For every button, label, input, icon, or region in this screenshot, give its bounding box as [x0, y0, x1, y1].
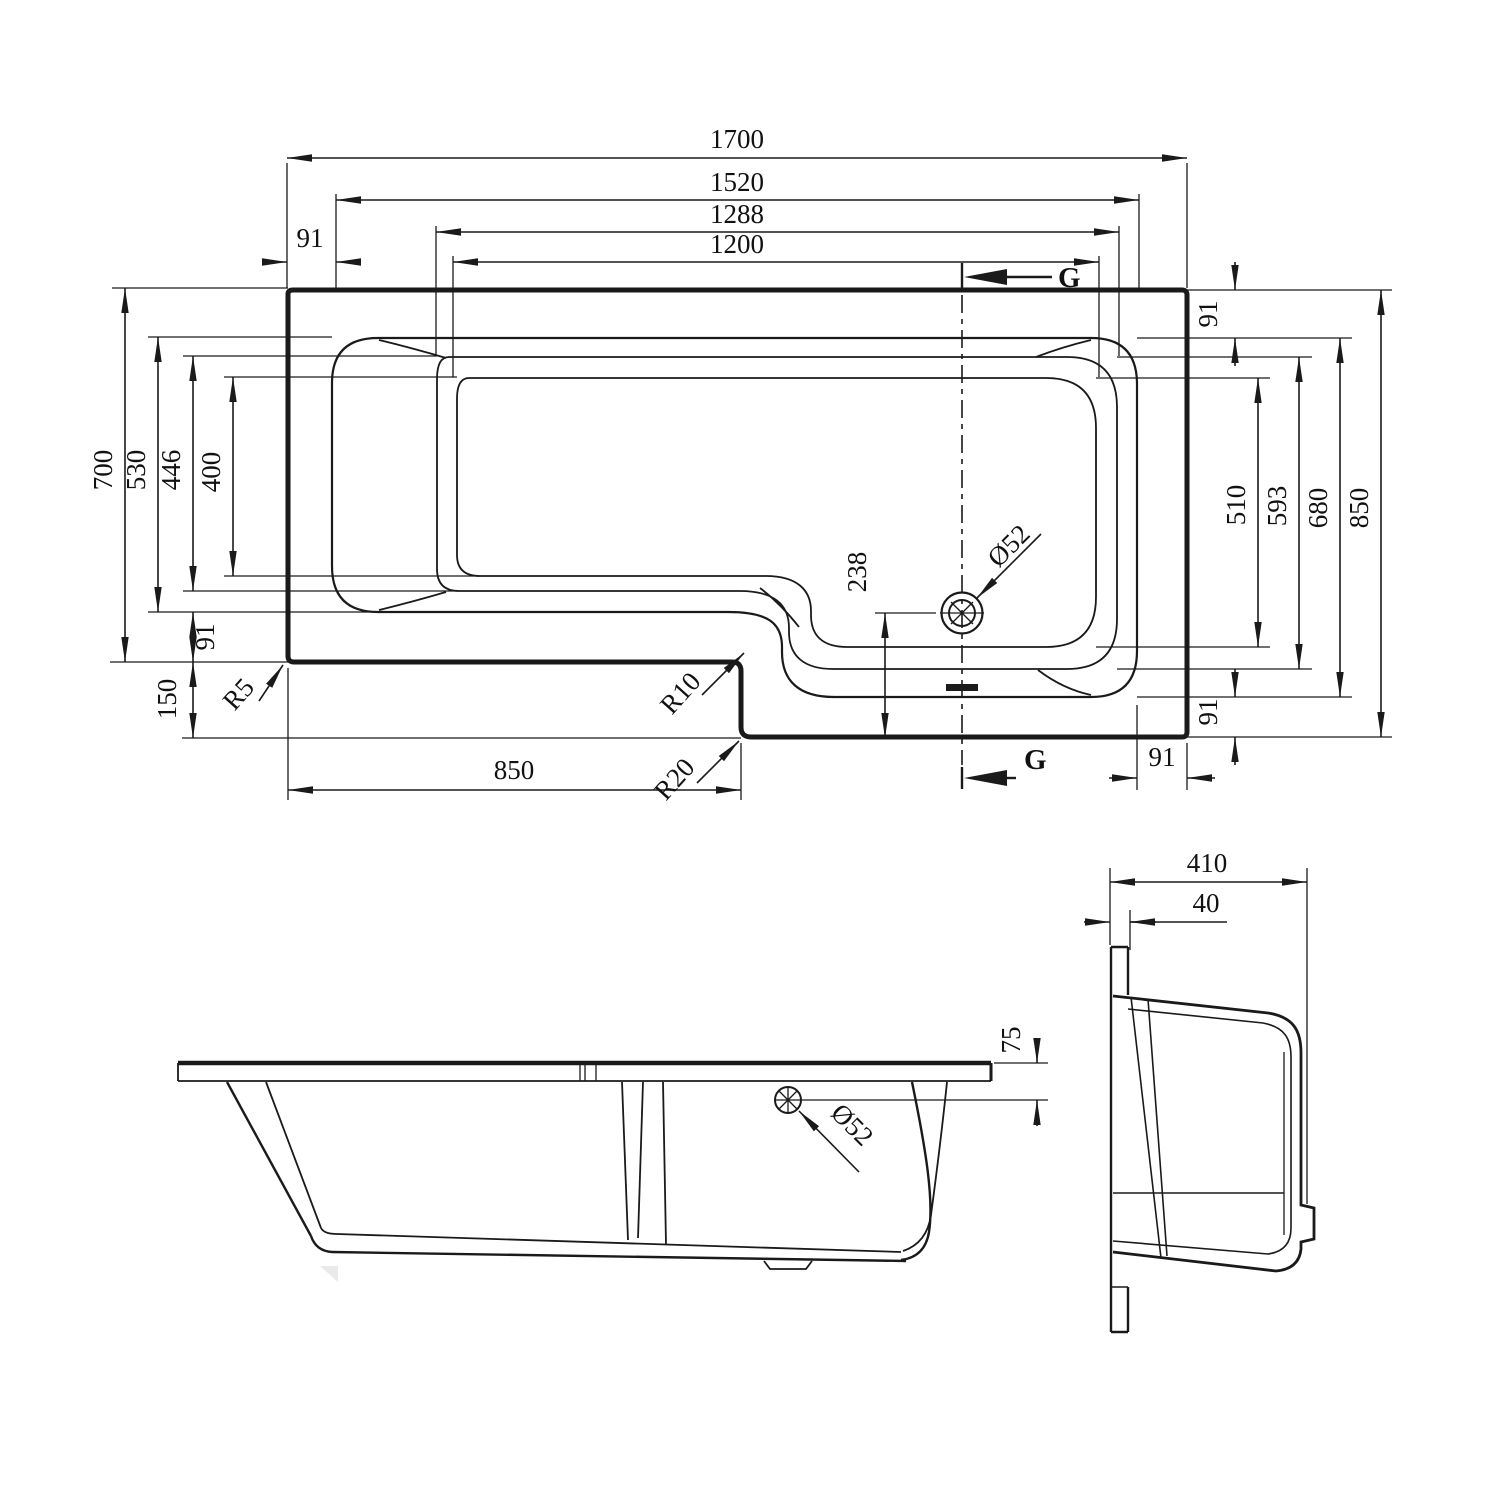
dim-850-right: 850 — [1344, 488, 1374, 529]
plan-outer-outline — [285, 287, 1190, 740]
plan-tub-contour-outer — [330, 336, 1139, 699]
dim-dia52-side: Ø52 — [825, 1098, 879, 1152]
section-line-GG — [946, 263, 978, 789]
dim-r20: R20 — [648, 752, 700, 806]
dim-410: 410 — [1187, 848, 1228, 878]
dim-75: 75 — [996, 1027, 1026, 1054]
dim-400: 400 — [196, 452, 226, 493]
dim-593: 593 — [1262, 486, 1292, 527]
dim-1200: 1200 — [710, 229, 764, 259]
dim-700: 700 — [88, 450, 118, 491]
section-dimensions: 410 40 — [1084, 848, 1308, 1204]
watermark-artifact — [320, 1266, 338, 1282]
plan-view: 1700 1520 1288 1200 91 700 530 446 — [88, 124, 1392, 806]
side-outline — [177, 1060, 993, 1270]
section-label-g-bottom: G — [1024, 744, 1047, 776]
plan-right-dimensions: 91 510 593 680 850 91 91 — [1096, 262, 1392, 790]
dim-510: 510 — [1221, 485, 1251, 526]
end-section-view: 410 40 — [1084, 848, 1316, 1334]
side-drain-symbol — [774, 1086, 802, 1114]
dim-91-bottom-corner: 91 — [1149, 742, 1176, 772]
dim-1288: 1288 — [710, 199, 764, 229]
dim-1520: 1520 — [710, 167, 764, 197]
section-outline — [1109, 945, 1316, 1334]
dim-91-right-top: 91 — [1193, 301, 1223, 328]
dim-530: 530 — [121, 450, 151, 491]
plan-left-dimensions: 700 530 446 400 91 150 R5 — [88, 287, 741, 739]
dim-r10: R10 — [654, 666, 706, 720]
dim-150: 150 — [152, 679, 182, 720]
dim-238: 238 — [842, 552, 872, 593]
dim-850-bottom: 850 — [494, 755, 535, 785]
plan-bottom-dimensions: 850 R10 R20 — [287, 652, 745, 806]
dim-91-left: 91 — [190, 624, 220, 651]
plan-tub-contour-inner — [456, 377, 1097, 648]
section-arrow-top: G — [964, 262, 1081, 294]
plan-drain-symbol — [940, 591, 984, 635]
side-elevation-view: Ø52 75 — [177, 1027, 1048, 1282]
dim-91-top-left: 91 — [297, 223, 324, 253]
plan-corner-details — [378, 339, 1092, 696]
dim-446: 446 — [156, 450, 186, 491]
dim-dia52-plan: Ø52 — [982, 519, 1036, 573]
dim-r5: R5 — [217, 672, 260, 715]
section-label-g-top: G — [1058, 262, 1081, 294]
dim-1700: 1700 — [710, 124, 764, 154]
dim-40: 40 — [1193, 888, 1220, 918]
plan-drain-dimensions: 238 Ø52 — [842, 519, 1042, 738]
section-arrow-bottom: G — [964, 744, 1047, 786]
dim-91-right-bottom: 91 — [1193, 699, 1223, 726]
plan-tub-contour-middle — [436, 356, 1118, 670]
plan-top-dimensions: 1700 1520 1288 1200 91 — [262, 124, 1188, 377]
dim-680: 680 — [1303, 488, 1333, 529]
